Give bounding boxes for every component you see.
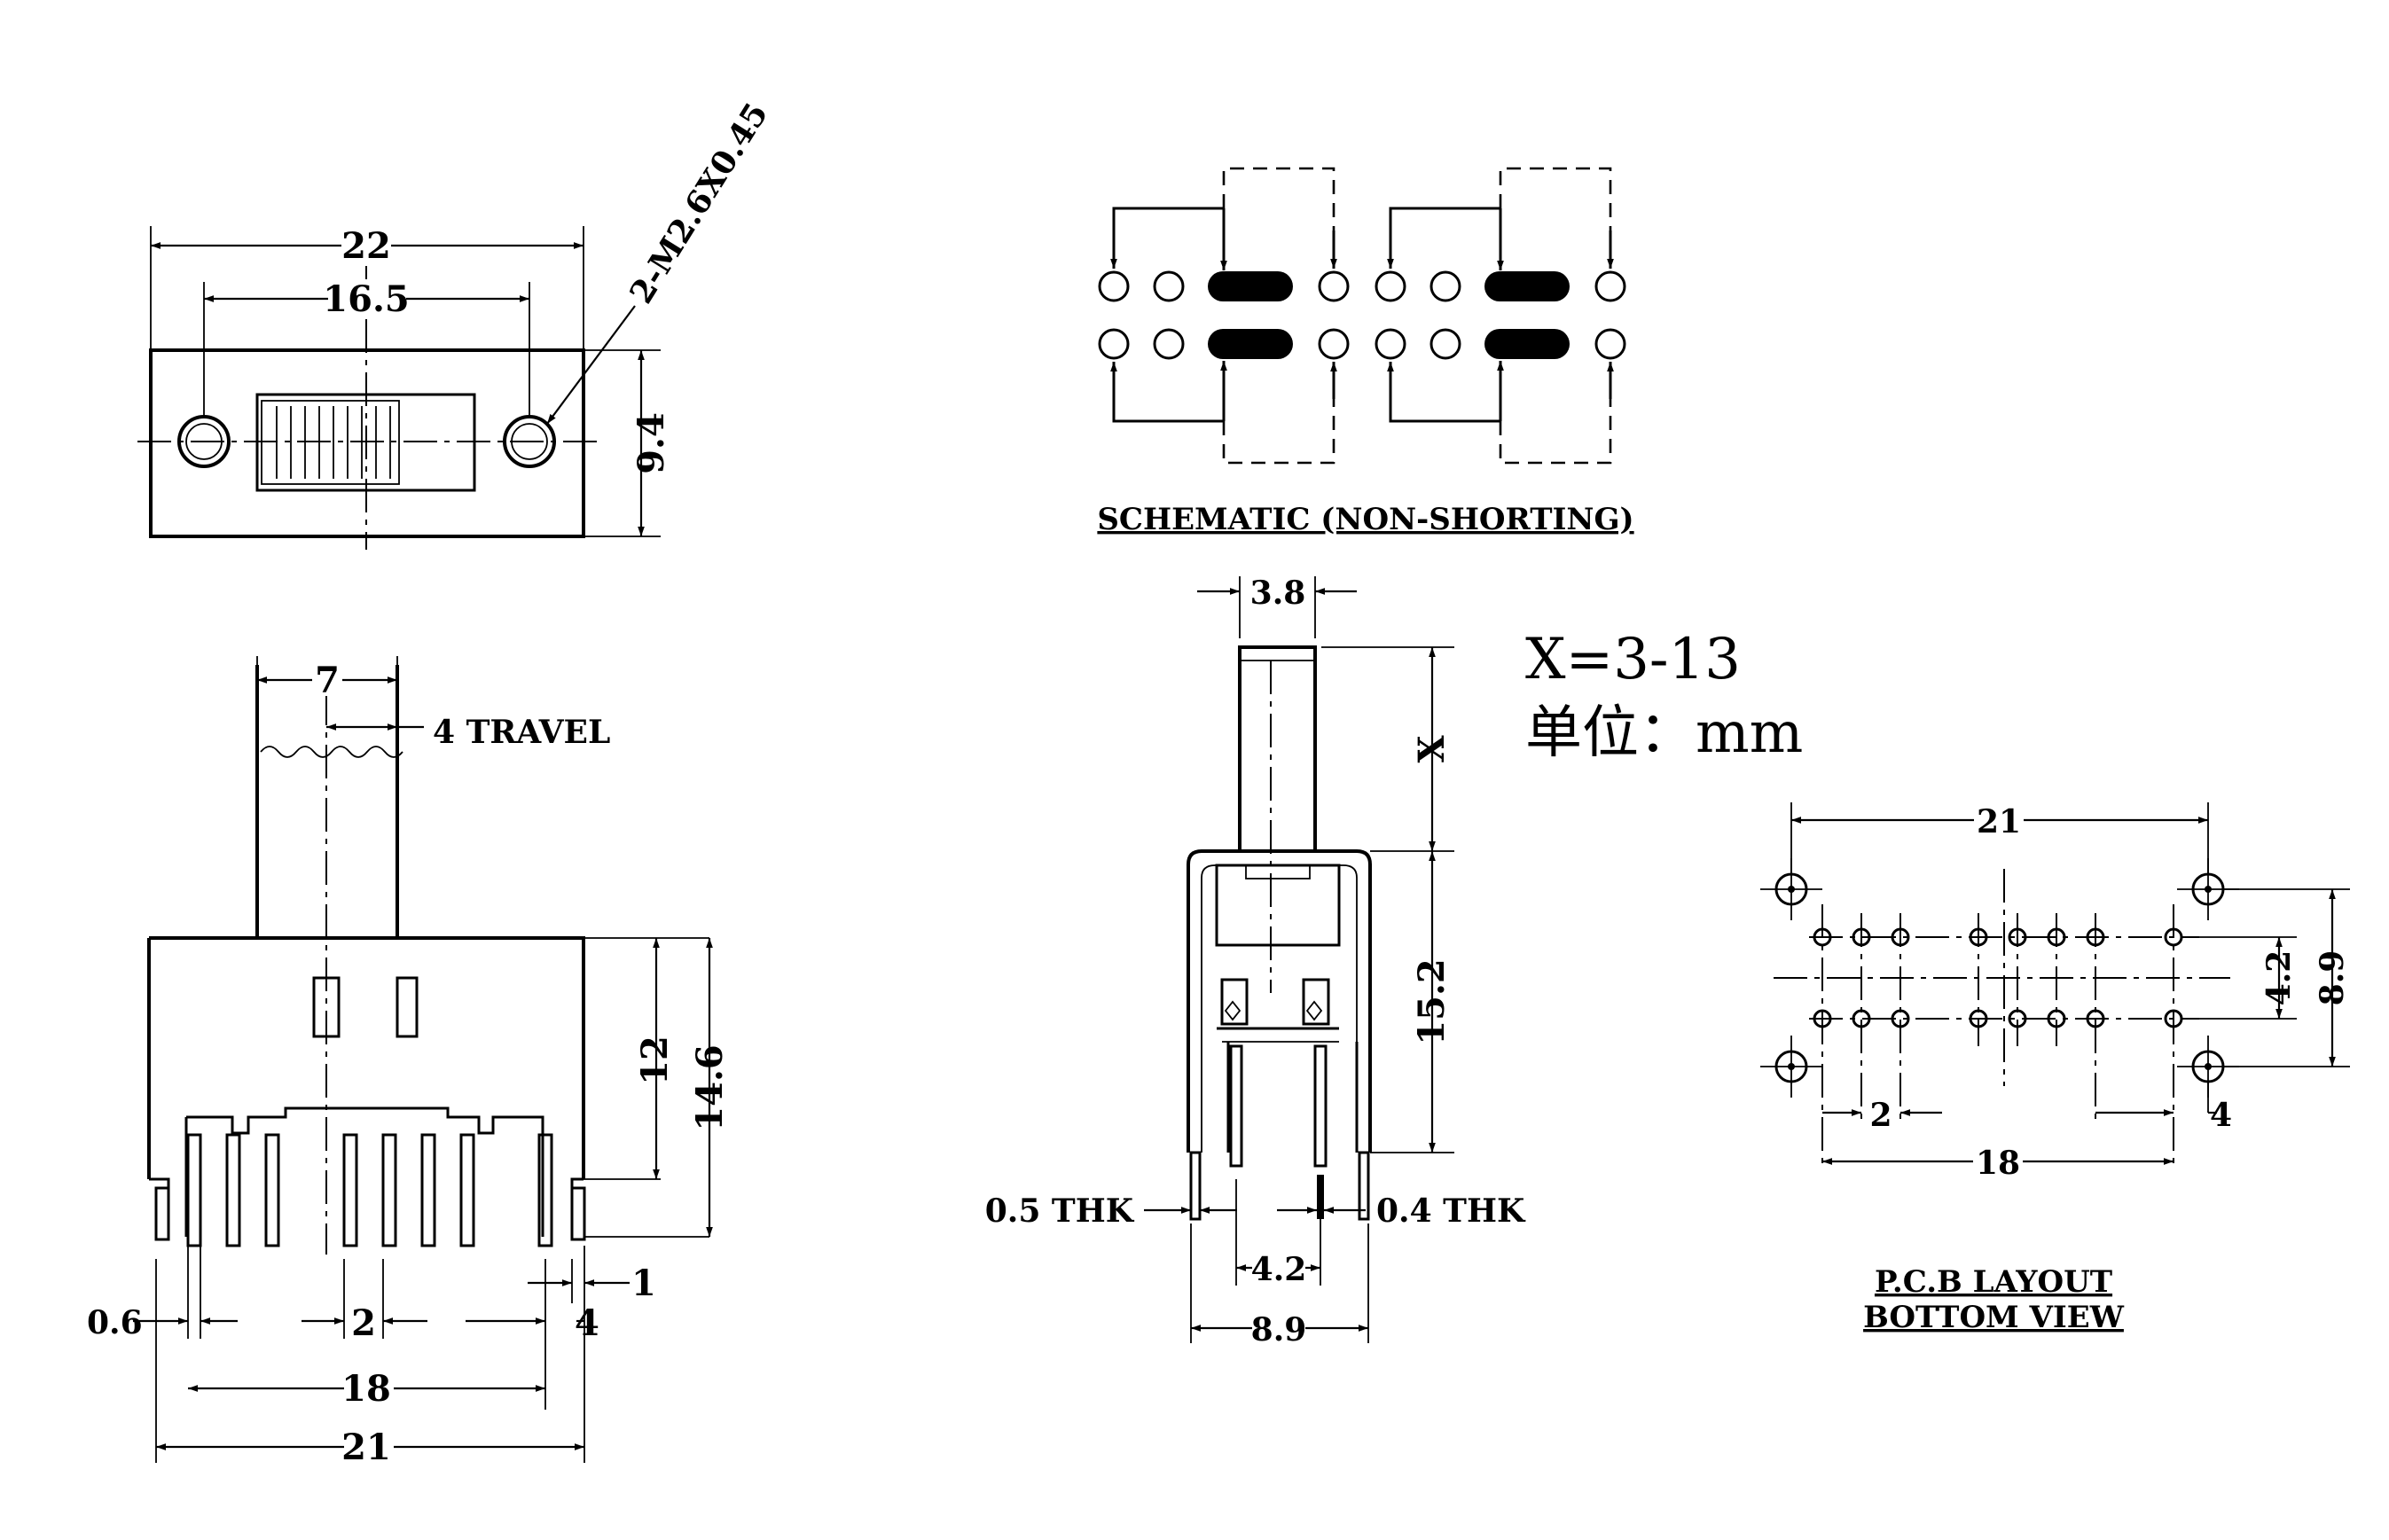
screw-callout: 2-M2.6X0.45 <box>623 97 775 310</box>
dim-pin-thickness: 0.6 <box>87 1304 143 1341</box>
pcb-dim-gap: 4 <box>2210 1097 2232 1134</box>
top-view: 22 16.5 9.4 2-M2.6X0.45 <box>137 97 775 550</box>
dim-body-height: 12 <box>634 1036 676 1085</box>
pcb-dim-mount-height: 8.9 <box>2314 950 2351 1006</box>
units-note: 单位：mm <box>1525 700 1803 766</box>
schematic-pole-2 <box>1375 167 1626 465</box>
dim-side-width: 8.9 <box>1251 1311 1307 1348</box>
side-view: 3.8 X 15.2 0.5 THK 0.4 THK 4.2 8.9 <box>985 575 1526 1348</box>
terminal-pins <box>154 1133 586 1247</box>
mount-hole <box>1760 1036 1822 1098</box>
dim-side-body-height: 15.2 <box>1411 958 1453 1044</box>
dim-pin-pitch: 2 <box>351 1302 376 1344</box>
dim-handle-width: 7 <box>315 660 340 701</box>
pcb-subtitle: BOTTOM VIEW <box>1863 1300 2125 1335</box>
travel-label: 4 TRAVEL <box>433 714 610 751</box>
contact-bar <box>1208 329 1293 359</box>
handle-break-line <box>260 746 403 758</box>
x-range-note: X=3-13 <box>1525 627 1741 692</box>
dim-side-handle-width: 3.8 <box>1250 575 1306 612</box>
contact-bar <box>1484 329 1570 359</box>
pcb-title: P.C.B LAYOUT <box>1875 1264 2112 1300</box>
contact-bar <box>1484 271 1570 301</box>
dim-side-pin-spacing: 4.2 <box>1251 1251 1307 1288</box>
pad-centerlines <box>1790 802 2209 1170</box>
dim-top-width: 22 <box>341 225 391 267</box>
thickness-left: 0.5 THK <box>985 1192 1135 1230</box>
notes: X=3-13 单位：mm <box>1525 627 1803 766</box>
pcb-dim-span: 18 <box>1976 1145 2020 1182</box>
contact-bar <box>1208 271 1293 301</box>
dim-pin-span: 18 <box>341 1368 391 1410</box>
pcb-dim-mount-spacing: 21 <box>1977 803 2021 840</box>
dim-hole-spacing: 16.5 <box>323 278 409 320</box>
pcb-dim-pitch: 2 <box>1869 1097 1892 1134</box>
dim-handle-height-x: X <box>1411 735 1453 762</box>
slider-knob <box>255 393 476 492</box>
dim-overall-height: 14.6 <box>689 1044 731 1130</box>
schematic-title: SCHEMATIC (NON-SHORTING) <box>1097 502 1633 537</box>
dim-total-width: 21 <box>341 1427 391 1468</box>
pcb-dim-row-spacing: 4.2 <box>2260 950 2298 1006</box>
dim-offset: 1 <box>631 1262 656 1304</box>
thickness-right: 0.4 THK <box>1376 1192 1526 1230</box>
pcb-layout: 21 4.2 8.9 2 4 18 P.C.B LAYOUT BOTTOM VI… <box>1760 801 2351 1335</box>
schematic: SCHEMATIC (NON-SHORTING) <box>1097 167 1634 537</box>
front-view: 7 4 TRAVEL 12 14.6 0.6 2 4 1 18 21 <box>87 656 731 1468</box>
schematic-pole-1 <box>1098 167 1350 465</box>
dim-top-height: 9.4 <box>631 412 672 474</box>
side-handle <box>1238 645 1317 853</box>
dim-side: 4 <box>575 1302 599 1344</box>
